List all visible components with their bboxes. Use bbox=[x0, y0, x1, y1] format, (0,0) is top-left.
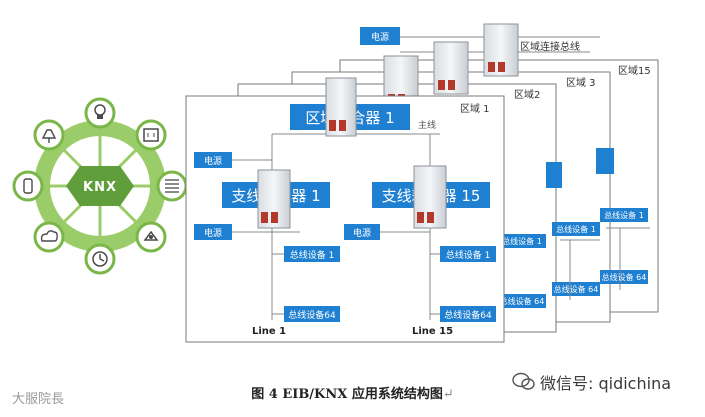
watermark-left-text: 大服院長 bbox=[12, 392, 65, 407]
power-box-3 bbox=[344, 224, 380, 240]
fan-icon bbox=[135, 221, 167, 253]
socket-icon bbox=[135, 119, 167, 151]
caption-text: 图 4 EIB/KNX 应用系统结构图 bbox=[251, 387, 443, 402]
line15-device-64-label: 总线设备64 bbox=[444, 309, 492, 321]
watermark-right-text: 微信号: qidichina bbox=[540, 374, 672, 393]
knx-wheel: KNX bbox=[12, 97, 188, 275]
wechat-icon bbox=[512, 372, 535, 390]
line1-device-64-label: 总线设备64 bbox=[288, 309, 336, 321]
line1-device-64-box bbox=[284, 306, 340, 322]
back-frame-devices bbox=[498, 148, 650, 308]
area-label-2: 区域2 bbox=[514, 88, 540, 101]
line1-device-1-box bbox=[284, 246, 340, 262]
caption-return-mark: ↵ bbox=[442, 387, 454, 402]
blind-icon bbox=[156, 170, 188, 202]
power-box-1 bbox=[194, 152, 232, 168]
back-device-64-label-c: 总线设备 64 bbox=[500, 296, 545, 306]
watermark-right: 微信号: qidichina bbox=[540, 370, 671, 394]
power-box-2 bbox=[194, 224, 232, 240]
clock-icon bbox=[84, 243, 116, 275]
power-label-1: 电源 bbox=[204, 155, 222, 167]
power-label-2: 电源 bbox=[204, 227, 222, 239]
back-power-box bbox=[360, 27, 400, 45]
lamp-icon bbox=[33, 119, 65, 151]
area-label-3: 区域 3 bbox=[566, 76, 596, 89]
knx-logo-text: KNX bbox=[83, 180, 117, 195]
line1-device-1-label: 总线设备 1 bbox=[290, 249, 335, 261]
watermark-left: 大服院長 bbox=[12, 388, 64, 407]
backbone-label: 主线 bbox=[418, 119, 436, 131]
line-coupler-1-device bbox=[257, 169, 291, 229]
back-device-1-label-a: 总线设备 1 bbox=[604, 210, 644, 220]
back-device-1-label-b: 总线设备 1 bbox=[556, 224, 596, 234]
area-frame-1: 区域 1 bbox=[185, 95, 505, 343]
line15-device-1-box bbox=[440, 246, 496, 262]
line15-device-1-label: 总线设备 1 bbox=[446, 249, 491, 261]
back-device-64-label-b: 总线设备 64 bbox=[554, 284, 599, 294]
back-device-1-label-c: 总线设备 1 bbox=[502, 236, 542, 246]
area-connector-label: 区域连接总线 bbox=[520, 40, 580, 53]
figure-caption: 图 4 EIB/KNX 应用系统结构图↵ bbox=[0, 383, 705, 402]
line-1-label: Line 1 bbox=[252, 326, 286, 337]
line-coupler-15-device bbox=[413, 165, 447, 229]
line-15-label: Line 15 bbox=[412, 326, 453, 337]
back-power-label: 电源 bbox=[371, 31, 389, 43]
back-device-64-label-a: 总线设备 64 bbox=[602, 272, 647, 282]
knx-hub bbox=[66, 166, 134, 206]
area-coupler-device bbox=[325, 77, 357, 137]
line15-device-64-box bbox=[440, 306, 496, 322]
power-label-3: 电源 bbox=[353, 227, 371, 239]
sensor-icon bbox=[12, 170, 44, 202]
bulb-icon bbox=[84, 97, 116, 129]
cloud-icon bbox=[33, 221, 65, 253]
area-label-15: 区域15 bbox=[618, 64, 651, 77]
area-label-1: 区域 1 bbox=[460, 102, 490, 115]
